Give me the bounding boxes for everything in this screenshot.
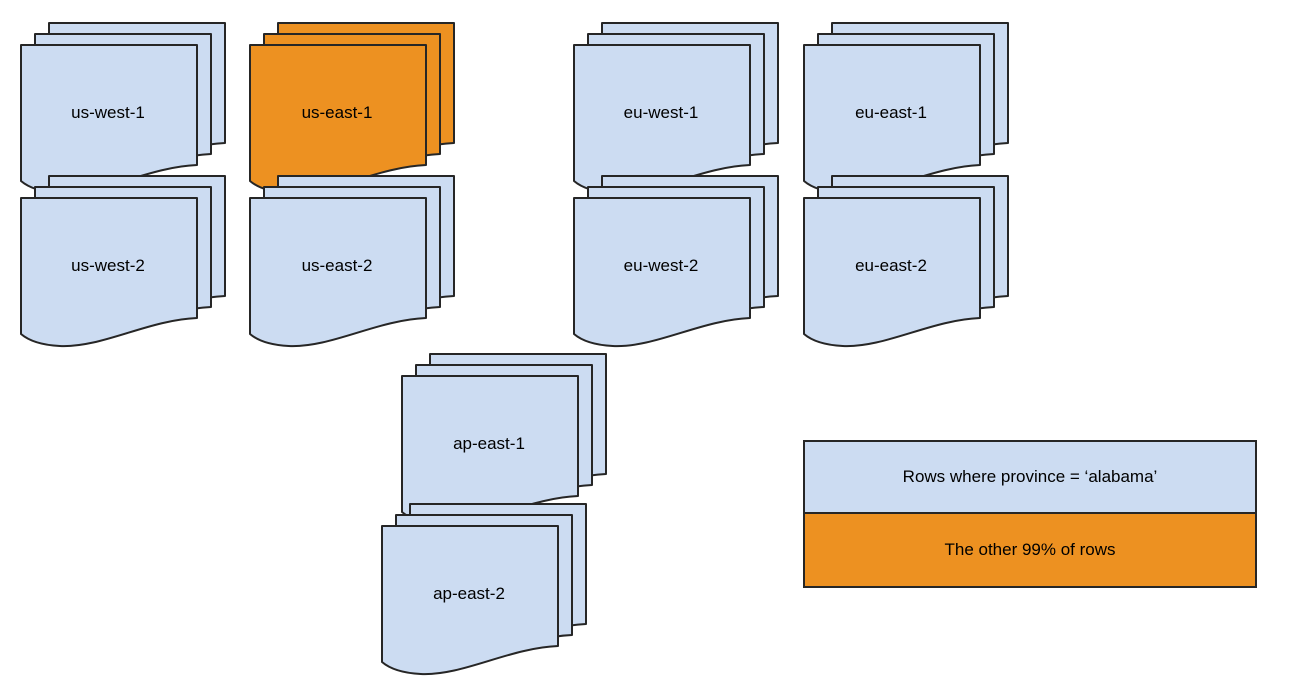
- legend-label-orange: The other 99% of rows: [944, 540, 1116, 559]
- document-sheet-front: [803, 197, 981, 348]
- document-stack-us-east-1[interactable]: us-east-1: [249, 22, 455, 196]
- document-stack-eu-east-1[interactable]: eu-east-1: [803, 22, 1009, 196]
- document-stack-ap-east-1[interactable]: ap-east-1: [401, 353, 607, 527]
- document-stack-ap-east-2[interactable]: ap-east-2: [381, 503, 587, 677]
- document-stack-shape: [803, 22, 1009, 195]
- legend: Rows where province = ‘alabama’ The othe…: [803, 440, 1257, 588]
- document-sheet-front: [573, 44, 751, 195]
- document-sheet-front: [20, 197, 198, 348]
- document-stack-shape: [249, 175, 455, 348]
- document-sheet-front: [401, 375, 579, 526]
- document-stack-shape: [803, 175, 1009, 348]
- document-stack-us-west-2[interactable]: us-west-2: [20, 175, 226, 349]
- document-stack-us-east-2[interactable]: us-east-2: [249, 175, 455, 349]
- document-stack-shape: [573, 175, 779, 348]
- document-stack-shape: [20, 22, 226, 195]
- document-stack-shape: [249, 22, 455, 195]
- document-stack-shape: [401, 353, 607, 526]
- document-stack-shape: [573, 22, 779, 195]
- document-stack-eu-west-2[interactable]: eu-west-2: [573, 175, 779, 349]
- document-stack-shape: [20, 175, 226, 348]
- document-stack-us-west-1[interactable]: us-west-1: [20, 22, 226, 196]
- document-sheet-front: [381, 525, 559, 676]
- document-sheet-front: [249, 197, 427, 348]
- document-sheet-front: [573, 197, 751, 348]
- document-stack-eu-east-2[interactable]: eu-east-2: [803, 175, 1009, 349]
- legend-label-blue: Rows where province = ‘alabama’: [902, 467, 1158, 486]
- legend-row-blue: Rows where province = ‘alabama’: [805, 442, 1255, 514]
- document-sheet-front: [20, 44, 198, 195]
- legend-row-orange: The other 99% of rows: [805, 514, 1255, 586]
- document-stack-eu-west-1[interactable]: eu-west-1: [573, 22, 779, 196]
- document-sheet-front: [803, 44, 981, 195]
- document-stack-shape: [381, 503, 587, 676]
- document-sheet-front: [249, 44, 427, 195]
